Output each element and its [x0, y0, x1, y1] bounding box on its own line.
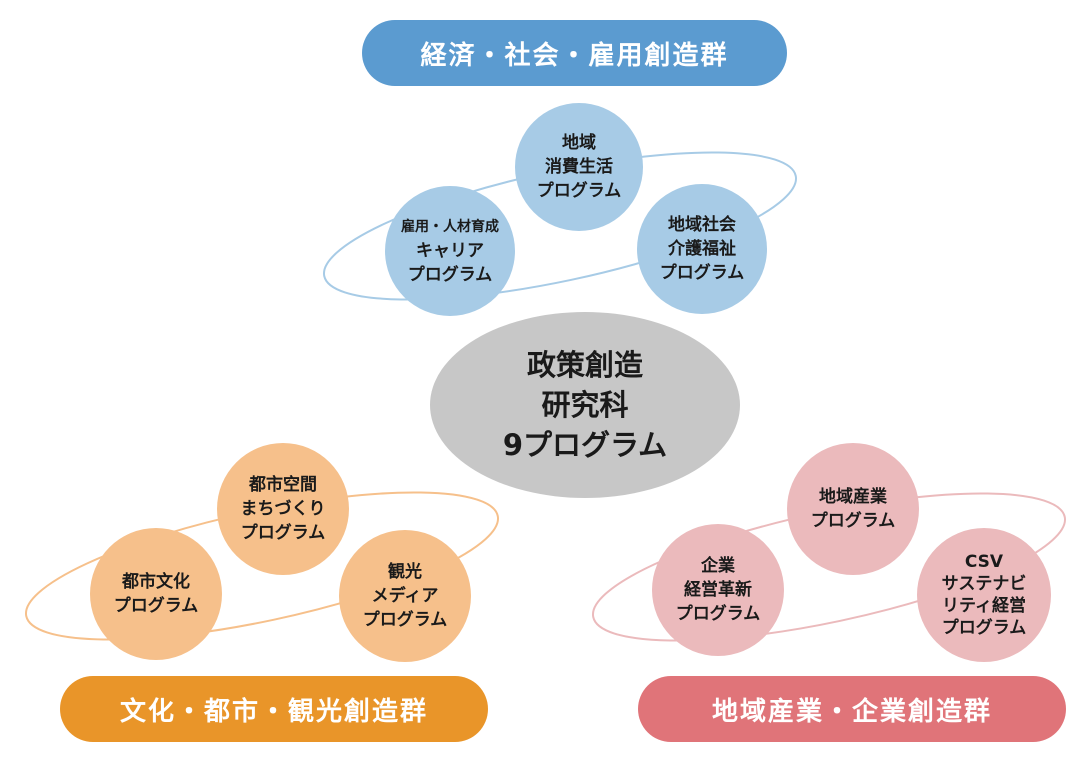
program-label-line: 観光: [388, 562, 422, 582]
center-label-line: 研究科: [541, 388, 629, 422]
center-label-line: 9プログラム: [502, 428, 668, 462]
program-label-line: 企業: [701, 556, 735, 576]
program-label-line: 雇用・人材育成: [401, 219, 499, 235]
program-welfare[interactable]: 地域社会 介護福祉 プログラム: [637, 184, 767, 314]
program-label-line: 地域社会: [668, 215, 736, 235]
program-label-line: CSV: [964, 552, 1004, 572]
program-label-line: プログラム: [659, 263, 745, 283]
program-label-line: 都市空間: [249, 475, 317, 495]
economy-group-title: 経済・社会・雇用創造群: [362, 20, 787, 86]
program-label-line: プログラム: [941, 618, 1027, 638]
program-label-line: プログラム: [407, 265, 493, 285]
program-career[interactable]: 雇用・人材育成 キャリア プログラム: [385, 186, 515, 316]
center-label-line: 政策創造: [526, 348, 643, 382]
industry-group-title: 地域産業・企業創造群: [638, 676, 1066, 742]
program-urban-space[interactable]: 都市空間 まちづくり プログラム: [217, 443, 349, 575]
program-label-line: 消費生活: [545, 157, 613, 177]
center-graduate-school: 政策創造 研究科 9プログラム: [430, 312, 740, 498]
program-label-line: 地域: [562, 133, 596, 153]
program-label-line: リティ経営: [942, 596, 1026, 616]
program-tourism-media[interactable]: 観光 メディア プログラム: [339, 530, 471, 662]
program-urban-culture[interactable]: 都市文化 プログラム: [90, 528, 222, 660]
program-label-line: プログラム: [362, 610, 448, 630]
program-label-line: キャリア: [416, 241, 484, 261]
program-label-line: サステナビ: [941, 574, 1027, 594]
program-label-line: 地域産業: [819, 487, 887, 507]
program-csv-sustainability[interactable]: CSV サステナビ リティ経営 プログラム: [917, 528, 1051, 662]
culture-group-title: 文化・都市・観光創造群: [60, 676, 488, 742]
program-regional-industry[interactable]: 地域産業 プログラム: [787, 443, 919, 575]
program-label-line: プログラム: [240, 523, 326, 543]
program-label-line: 介護福祉: [668, 239, 736, 259]
program-label-line: プログラム: [675, 604, 761, 624]
program-corporate-innovation[interactable]: 企業 経営革新 プログラム: [652, 524, 784, 656]
program-label-line: まちづくり: [240, 499, 326, 519]
program-label-line: 経営革新: [684, 580, 752, 600]
program-label-line: プログラム: [810, 511, 896, 531]
program-label-line: メディア: [371, 586, 439, 606]
program-label-line: プログラム: [536, 181, 622, 201]
program-label-line: プログラム: [113, 596, 199, 616]
program-local-consumer[interactable]: 地域 消費生活 プログラム: [515, 103, 643, 231]
program-label-line: 都市文化: [122, 572, 190, 592]
